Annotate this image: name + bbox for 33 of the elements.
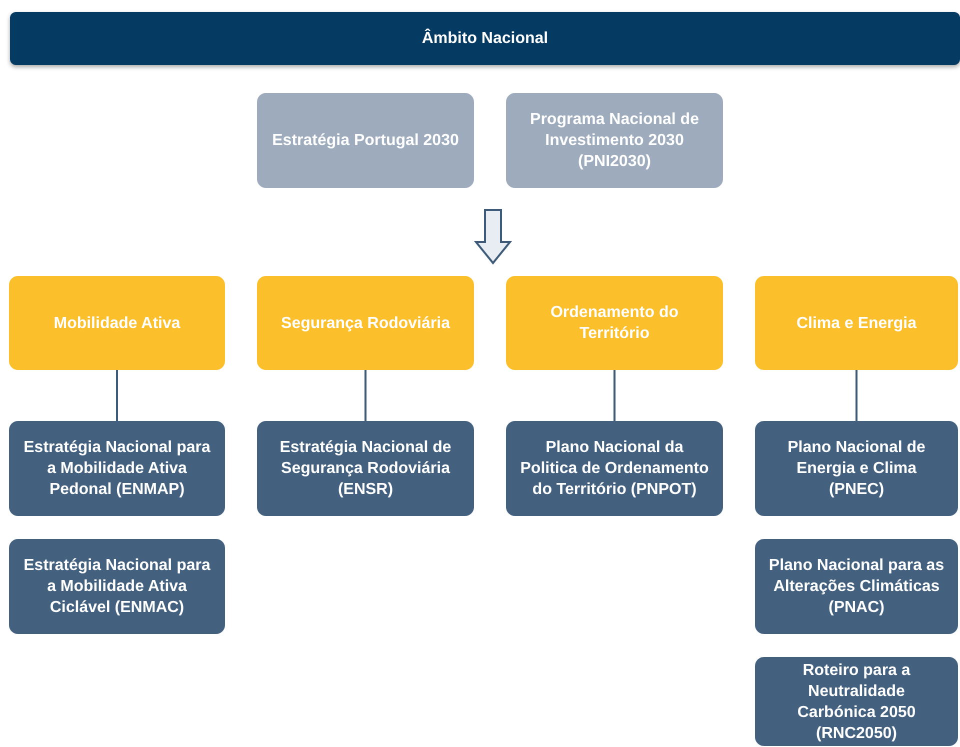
connector-line xyxy=(856,370,858,421)
box-label: Plano Nacional da Politica de Ordenamento do Território (PNPOT) xyxy=(519,438,710,500)
box-label: Clima e Energia xyxy=(796,314,917,334)
plan-box xyxy=(9,539,225,634)
box-label: Ordenamento do Território xyxy=(549,303,680,344)
plan-box xyxy=(257,421,474,516)
plan-box xyxy=(506,421,723,516)
box-label: Estratégia Nacional para a Mobilidade Ativa Ciclável (ENMAC) xyxy=(22,556,212,618)
box-label: Plano Nacional para as Alterações Climáticas (PNAC) xyxy=(768,556,946,618)
box-label: Programa Nacional de Investimento 2030 (PNI2030) xyxy=(529,110,700,172)
connector-line xyxy=(116,370,118,421)
block-arrow xyxy=(474,209,512,265)
theme-box xyxy=(9,276,225,370)
program-box xyxy=(257,93,474,188)
box-label: Estratégia Nacional de Segurança Rodoviária (ENSR) xyxy=(278,438,452,500)
theme-box xyxy=(506,276,723,370)
theme-box xyxy=(755,276,958,370)
box-label: Plano Nacional de Energia e Clima (PNEC) xyxy=(786,438,926,500)
plan-box xyxy=(755,539,958,634)
box-label: Roteiro para a Neutralidade Carbónica 2050 (RNC2050) xyxy=(796,660,917,744)
box-label: Estratégia Portugal 2030 xyxy=(272,131,459,151)
plan-box xyxy=(755,657,958,746)
connector-line xyxy=(614,370,616,421)
program-box xyxy=(506,93,723,188)
box-label: Âmbito Nacional xyxy=(422,28,548,49)
plan-box xyxy=(755,421,958,516)
title-banner xyxy=(10,12,960,65)
plan-box xyxy=(9,421,225,516)
box-label: Segurança Rodoviária xyxy=(281,314,450,334)
box-label: Estratégia Nacional para a Mobilidade Ativa Pedonal (ENMAP) xyxy=(22,438,212,500)
box-label: Mobilidade Ativa xyxy=(54,314,180,334)
connector-line xyxy=(364,370,366,421)
theme-box xyxy=(257,276,474,370)
